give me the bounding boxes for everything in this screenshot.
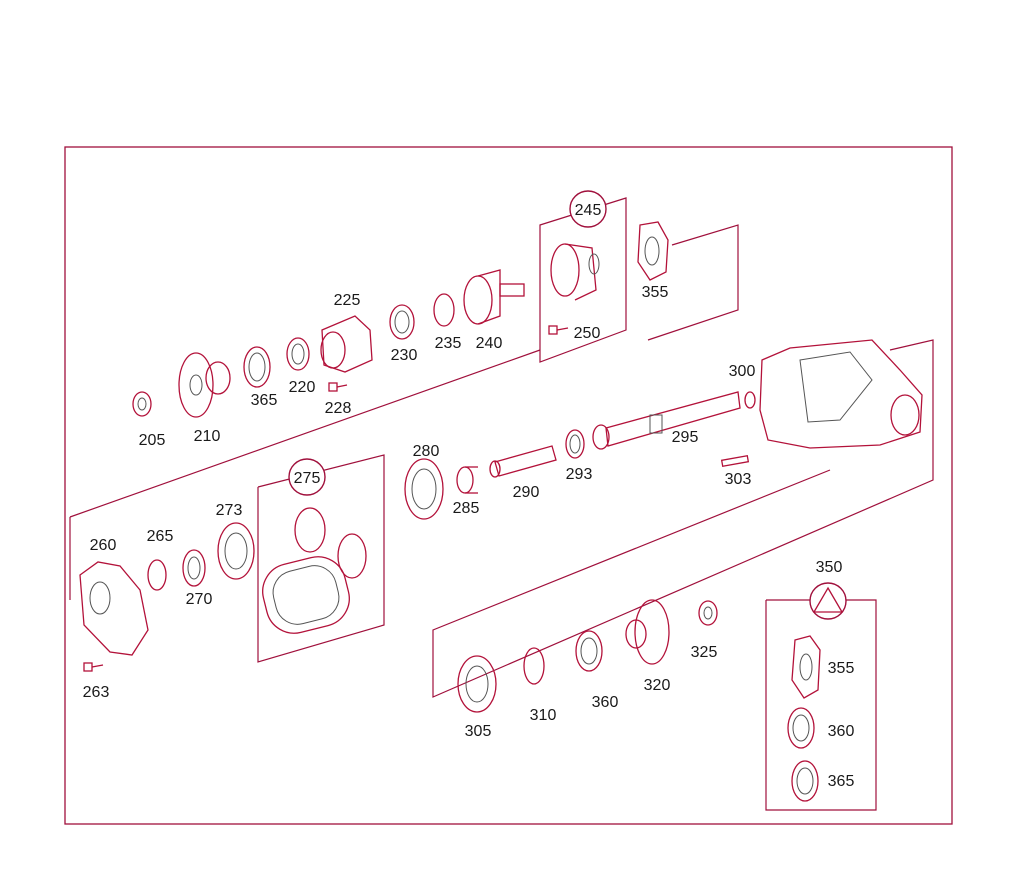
group-350-circle (809, 582, 847, 620)
part-245-planetary-gear (550, 243, 600, 301)
label-230[interactable]: 230 (391, 347, 418, 364)
label-355[interactable]: 355 (642, 284, 669, 301)
group-245-circle (569, 190, 607, 228)
label-293[interactable]: 293 (566, 466, 593, 483)
label-273[interactable]: 273 (216, 502, 243, 519)
part-labels: 205 210 365 220 228 225 230 235 240 245 … (83, 202, 855, 790)
label-280[interactable]: 280 (413, 443, 440, 460)
label-225[interactable]: 225 (334, 292, 361, 309)
label-kit-355[interactable]: 355 (828, 660, 855, 677)
label-270[interactable]: 270 (186, 591, 213, 608)
label-kit-360[interactable]: 360 (828, 723, 855, 740)
part-303-pin (720, 455, 750, 467)
label-240[interactable]: 240 (476, 335, 503, 352)
part-235-snap-ring (433, 293, 455, 327)
part-350-kit-seal-360 (787, 707, 815, 749)
part-320-flange (625, 599, 670, 665)
label-265[interactable]: 265 (147, 528, 174, 545)
label-285[interactable]: 285 (453, 500, 480, 517)
label-245[interactable]: 245 (575, 202, 602, 219)
part-263-bolt (83, 662, 104, 672)
part-305-bearing (457, 655, 497, 713)
group-275-circle (288, 458, 326, 496)
part-350-kit-gasket (791, 635, 821, 699)
label-303[interactable]: 303 (725, 471, 752, 488)
part-260-cover (79, 561, 149, 656)
part-220-seal (286, 337, 310, 371)
part-365-seal (243, 346, 271, 388)
part-295-shaft (592, 391, 741, 450)
label-350[interactable]: 350 (816, 559, 843, 576)
part-275-chain-and-sprockets (262, 507, 367, 634)
part-250-bolt (548, 325, 569, 335)
part-290-tube (489, 445, 557, 478)
label-295[interactable]: 295 (672, 429, 699, 446)
label-310[interactable]: 310 (530, 707, 557, 724)
part-273-bearing (217, 522, 255, 580)
label-205[interactable]: 205 (139, 432, 166, 449)
label-275[interactable]: 275 (294, 470, 321, 487)
label-305[interactable]: 305 (465, 723, 492, 740)
part-350-kit-icon (812, 586, 844, 613)
label-263[interactable]: 263 (83, 684, 110, 701)
part-205-nut (132, 391, 152, 417)
part-310-snap-ring (523, 647, 545, 685)
label-235[interactable]: 235 (435, 335, 462, 352)
label-260[interactable]: 260 (90, 537, 117, 554)
label-365[interactable]: 365 (251, 392, 278, 409)
label-300[interactable]: 300 (729, 363, 756, 380)
part-225-housing (320, 315, 373, 373)
part-240-drum (463, 269, 525, 325)
label-228[interactable]: 228 (325, 400, 352, 417)
part-355-gasket (637, 221, 669, 281)
part-360-seal (575, 630, 603, 672)
diagram-frame (64, 146, 953, 825)
label-360[interactable]: 360 (592, 694, 619, 711)
label-210[interactable]: 210 (194, 428, 221, 445)
part-210-flange (178, 352, 231, 418)
part-285-sleeve (456, 466, 478, 494)
part-228-bolt (328, 382, 348, 392)
part-293-needle-bearing (565, 429, 585, 459)
part-transfer-case-housing (759, 339, 923, 449)
part-270-seal (182, 549, 206, 587)
part-280-bearing (404, 458, 444, 520)
part-325-nut (698, 600, 718, 626)
label-320[interactable]: 320 (644, 677, 671, 694)
part-350-kit-seal-365 (791, 760, 819, 802)
label-325[interactable]: 325 (691, 644, 718, 661)
part-265-snap-ring (147, 559, 167, 591)
part-300-o-ring (744, 391, 756, 409)
label-290[interactable]: 290 (513, 484, 540, 501)
label-250[interactable]: 250 (574, 325, 601, 342)
part-230-bearing (389, 304, 415, 340)
label-kit-365[interactable]: 365 (828, 773, 855, 790)
group-outlines (69, 197, 934, 811)
label-220[interactable]: 220 (289, 379, 316, 396)
